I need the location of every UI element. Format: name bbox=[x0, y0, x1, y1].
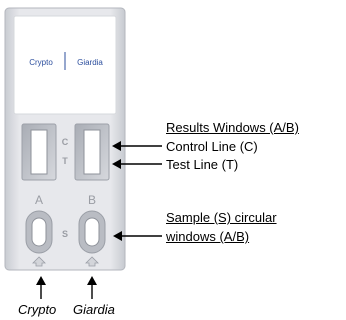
sample-letter-a: A bbox=[35, 193, 43, 207]
test-line-arrow bbox=[112, 159, 162, 169]
up-arrow-icon bbox=[85, 256, 99, 267]
sample-marker: S bbox=[62, 229, 68, 239]
results-windows-label: Results Windows (A/B) bbox=[166, 120, 299, 135]
giardia-tag: Giardia bbox=[77, 58, 103, 67]
results-window-a bbox=[21, 123, 57, 181]
giardia-caption: Giardia bbox=[73, 302, 115, 317]
crypto-caption: Crypto bbox=[18, 302, 57, 317]
giardia-arrow bbox=[87, 276, 97, 299]
control-line-label: Control Line (C) bbox=[166, 139, 258, 154]
sample-window-label-line1: Sample (S) circular bbox=[166, 210, 277, 225]
sample-well-b bbox=[78, 210, 106, 254]
control-marker: C bbox=[62, 137, 69, 147]
sample-well-a bbox=[25, 210, 53, 254]
results-window-b bbox=[74, 123, 110, 181]
crypto-tag: Crypto bbox=[29, 58, 53, 67]
test-line-label: Test Line (T) bbox=[166, 157, 239, 172]
test-marker: T bbox=[62, 156, 68, 166]
sample-letter-b: B bbox=[88, 193, 96, 207]
control-line-arrow bbox=[112, 141, 162, 151]
sample-window-label-line2: windows (A/B) bbox=[166, 229, 250, 244]
sample-window-arrow bbox=[113, 231, 162, 241]
crypto-arrow bbox=[36, 276, 46, 299]
up-arrow-icon bbox=[32, 256, 46, 267]
